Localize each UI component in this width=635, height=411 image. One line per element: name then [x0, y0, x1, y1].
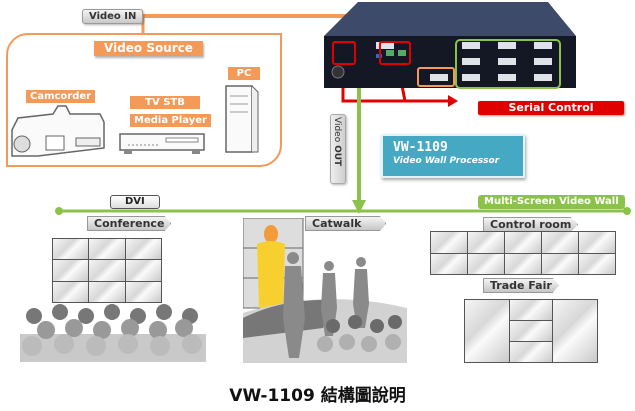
media-player-label: Media Player [130, 114, 211, 127]
camcorder-label: Camcorder [26, 90, 96, 103]
video-in-strong: IN [124, 11, 137, 22]
dvi-port-icons [376, 42, 552, 81]
serial-port-highlight [332, 41, 356, 65]
control-room-video-wall [430, 231, 616, 275]
trade-fair-video-wall [464, 299, 598, 363]
pc-tower-icon [225, 85, 259, 153]
product-box: VW-1109 Video Wall Processor [381, 134, 525, 178]
video-in-tag: Video IN [82, 9, 144, 24]
lan-port-highlight [379, 41, 411, 65]
video-out-label: Video [332, 117, 342, 146]
video-in-label: Video [89, 11, 125, 22]
video-out-tag: Video OUT [330, 114, 346, 184]
input-port-highlight [417, 67, 455, 87]
multi-screen-tag: Multi-Screen Video Wall [478, 195, 625, 209]
product-desc: Video Wall Processor [393, 156, 500, 166]
product-name: VW-1109 [393, 140, 448, 155]
serial-control-label: Serial Control [478, 101, 624, 115]
video-wall-processor-device [324, 2, 576, 89]
conference-video-wall [52, 238, 162, 303]
pc-label: PC [228, 67, 260, 80]
video-source-title: Video Source [94, 41, 203, 56]
conference-audience-image [20, 304, 206, 362]
serial-arrow-icon [448, 95, 458, 107]
camcorder-icon [11, 105, 105, 157]
control-room-tag: Control room [483, 217, 579, 232]
bus-endpoint-left [55, 207, 63, 215]
catwalk-tag: Catwalk [305, 216, 387, 231]
video-out-arrow-icon [352, 200, 366, 214]
video-source-box [6, 33, 282, 167]
output-ports-highlight [455, 39, 561, 89]
conference-tag: Conference [87, 216, 172, 231]
trade-fair-tag: Trade Fair [483, 278, 559, 293]
catwalk-scene-image [243, 218, 407, 363]
dvi-tag: DVI [110, 195, 160, 209]
bus-endpoint-right [623, 207, 631, 215]
diagram-caption: VW-1109 結構圖說明 [229, 386, 406, 406]
tv-stb-label: TV STB [130, 96, 200, 109]
media-player-icon [119, 133, 205, 154]
video-out-strong: OUT [332, 145, 342, 167]
